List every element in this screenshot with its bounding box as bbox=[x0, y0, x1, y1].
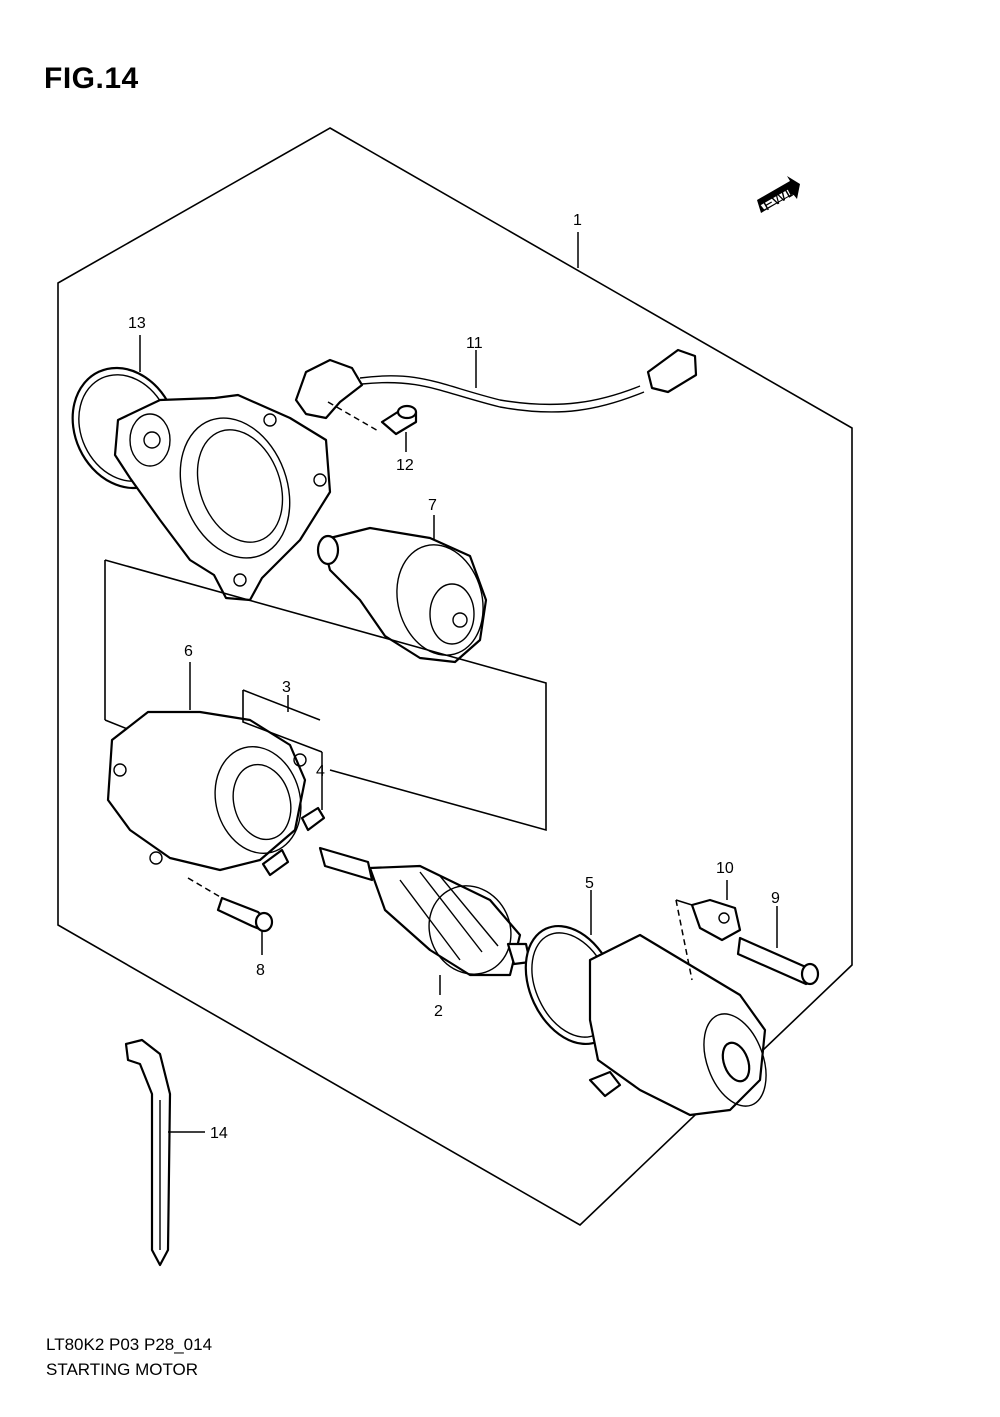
part-7-starter-clutch bbox=[316, 526, 488, 664]
part-6-rear-bracket bbox=[106, 710, 307, 872]
callout-3: 3 bbox=[282, 679, 291, 696]
part-11-lead-wire bbox=[294, 348, 698, 420]
part-14-cable-tie bbox=[124, 1038, 172, 1267]
fwd-arrow-icon: FWD bbox=[757, 176, 800, 214]
callout-4: 4 bbox=[316, 763, 325, 780]
callout-2: 2 bbox=[434, 1003, 443, 1020]
figure-name: STARTING MOTOR bbox=[46, 1360, 199, 1379]
callout-12: 12 bbox=[396, 457, 414, 474]
callout-11: 11 bbox=[466, 335, 483, 352]
figure-code: LT80K2 P03 P28_014 bbox=[46, 1335, 213, 1354]
part-4-brush-springs bbox=[261, 806, 326, 877]
callout-6: 6 bbox=[184, 643, 193, 660]
figure-title: FIG.14 bbox=[44, 62, 139, 95]
callout-1: 1 bbox=[573, 212, 582, 229]
callout-7: 7 bbox=[428, 497, 437, 514]
callout-13: 13 bbox=[128, 315, 146, 332]
part-front-housing bbox=[113, 393, 332, 602]
callout-14: 14 bbox=[210, 1125, 228, 1142]
part-12-screw bbox=[380, 404, 418, 436]
callout-9: 9 bbox=[771, 890, 780, 907]
assembly-frame bbox=[57, 127, 853, 1226]
callout-10: 10 bbox=[716, 860, 734, 877]
part-10-terminal bbox=[690, 898, 742, 942]
callout-8: 8 bbox=[256, 962, 265, 979]
part-yoke bbox=[588, 933, 767, 1117]
fwd-label: FWD bbox=[760, 181, 800, 214]
callout-5: 5 bbox=[585, 875, 594, 892]
part-9-long-bolt bbox=[736, 936, 820, 986]
part-8-screw bbox=[216, 896, 274, 933]
part-2-armature bbox=[318, 846, 532, 977]
